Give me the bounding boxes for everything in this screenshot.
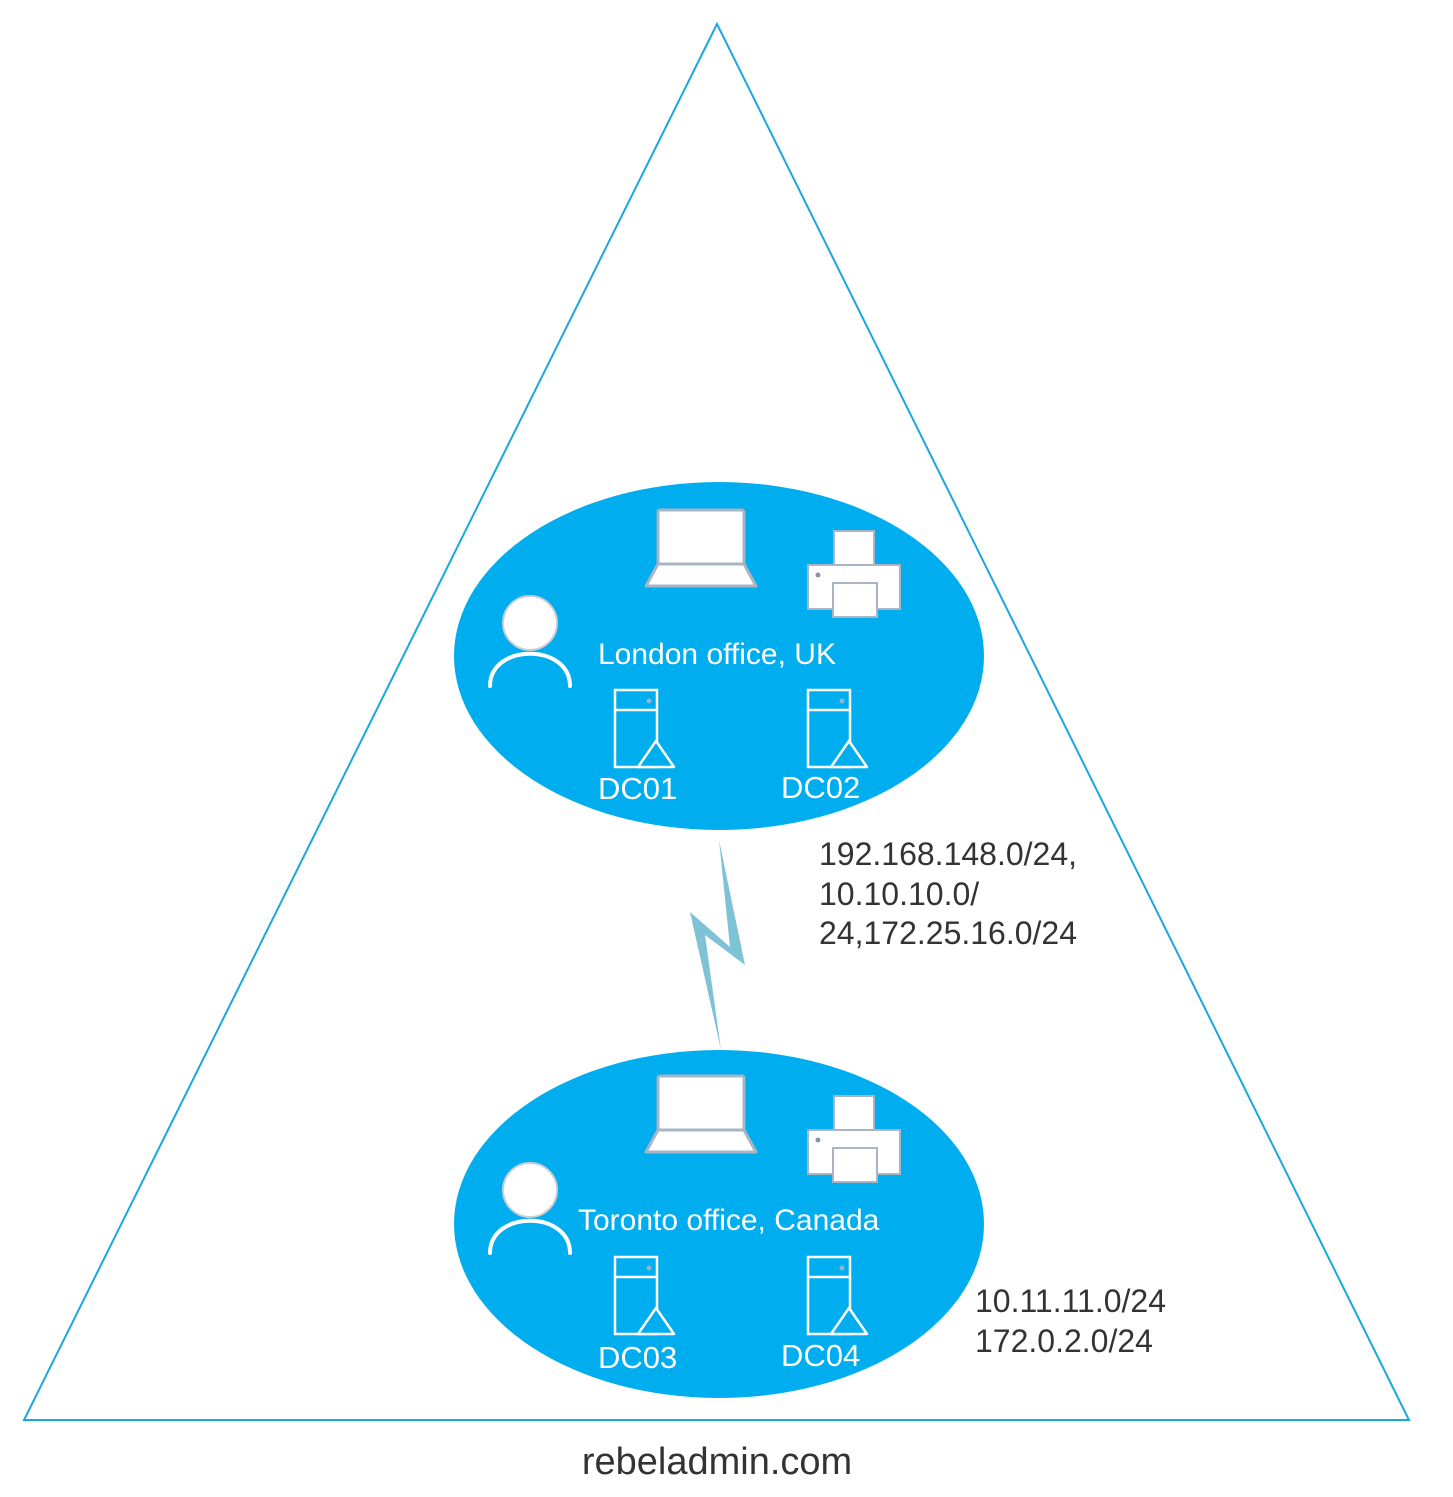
- dc-label: DC01: [598, 771, 677, 806]
- dc-label: DC03: [598, 1340, 677, 1375]
- laptop-icon: [644, 1074, 758, 1154]
- subnet-label: 24,172.25.16.0/24: [819, 915, 1077, 951]
- site-london: London office, UK DC01 DC02: [454, 482, 984, 830]
- site-label: Toronto office, Canada: [578, 1204, 880, 1237]
- site-toronto-subnets: 10.11.11.0/24 172.0.2.0/24: [975, 1283, 1166, 1359]
- subnet-label: 10.10.10.0/: [819, 876, 979, 912]
- subnet-label: 192.168.148.0/24,: [819, 836, 1077, 872]
- site-london-subnets: 192.168.148.0/24, 10.10.10.0/ 24,172.25.…: [819, 836, 1077, 951]
- subnet-label: 10.11.11.0/24: [975, 1283, 1166, 1319]
- subnet-label: 172.0.2.0/24: [975, 1323, 1153, 1359]
- domain-name-label: rebeladmin.com: [582, 1441, 852, 1483]
- site-label: London office, UK: [598, 638, 836, 671]
- dc-label: DC02: [781, 770, 860, 805]
- dc-label: DC04: [781, 1338, 860, 1373]
- site-toronto: Toronto office, Canada DC03 DC04: [454, 1050, 984, 1398]
- laptop-icon: [644, 508, 758, 588]
- domain-boundary-triangle: [22, 21, 1411, 1421]
- wan-link-lightning-icon: [690, 840, 745, 1050]
